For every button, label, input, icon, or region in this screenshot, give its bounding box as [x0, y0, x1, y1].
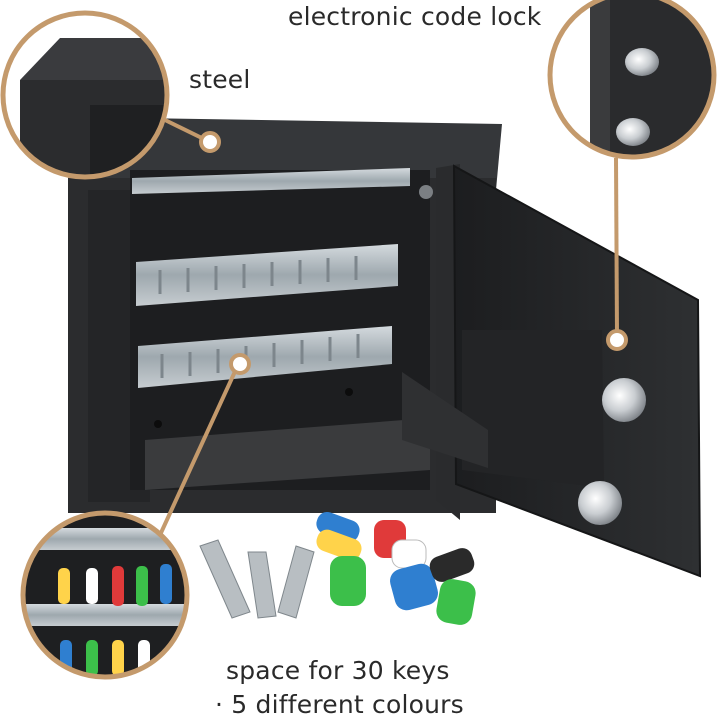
key-tag-icon: [390, 563, 438, 611]
wall-anchor-bolt-icon: [247, 551, 277, 619]
electronic-lock-callout-icon: [547, 0, 717, 160]
key-tag-icon: [330, 556, 366, 606]
key-tag-icon: [436, 579, 476, 625]
key-rail-top: [132, 168, 410, 194]
lock-bolt-icon: [578, 481, 622, 525]
steel-label: steel: [189, 65, 251, 94]
lock-bolt-icon: [602, 378, 646, 422]
wall-anchor-bolt-icon: [277, 545, 315, 619]
battery-compartment: [402, 372, 488, 468]
safe-door: [402, 164, 702, 578]
key-hooks-callout-icon: [20, 510, 190, 680]
key-rail-middle: [136, 244, 398, 306]
key-rail-bottom: [138, 326, 392, 388]
wall-anchor-bolt-icon: [199, 539, 251, 619]
key-tag-icon: [316, 529, 362, 561]
key-colours-label: · 5 different colours: [215, 690, 464, 719]
key-capacity-label: space for 30 keys: [226, 656, 450, 685]
key-tag-icon: [429, 548, 475, 582]
steel-corner-callout-icon: [0, 10, 170, 180]
electronic-code-lock-label: electronic code lock: [288, 2, 542, 31]
interior-felt-floor: [145, 418, 430, 490]
